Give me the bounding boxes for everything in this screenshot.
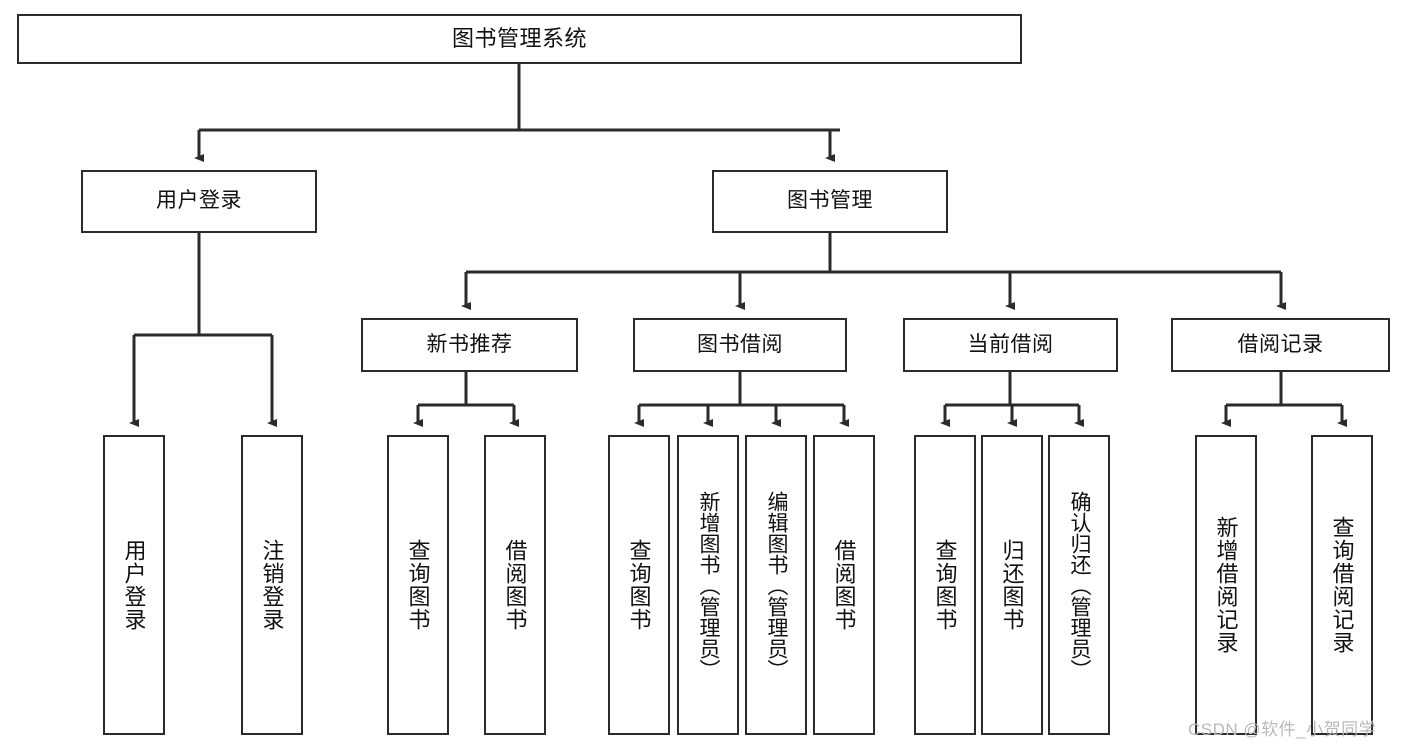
node-label: 归还图书 <box>999 539 1025 631</box>
leaf-user-logout[interactable]: 注销登录 <box>241 435 303 735</box>
node-label: 用户登录 <box>121 539 147 631</box>
leaf-query-borrow-record[interactable]: 查询借阅记录 <box>1311 435 1373 735</box>
leaf-borrow-books-borrow[interactable]: 借阅图书 <box>813 435 875 735</box>
leaf-add-borrow-record[interactable]: 新增借阅记录 <box>1195 435 1257 735</box>
node-label: 查询图书 <box>932 539 958 631</box>
node-new-book-recommend[interactable]: 新书推荐 <box>361 318 578 372</box>
leaf-confirm-return[interactable]: 确认归还（管理员） <box>1048 435 1110 735</box>
leaf-borrow-books-recommend[interactable]: 借阅图书 <box>484 435 546 735</box>
leaf-return-books[interactable]: 归还图书 <box>981 435 1043 735</box>
node-book-management[interactable]: 图书管理 <box>712 170 948 233</box>
leaf-query-books-recommend[interactable]: 查询图书 <box>387 435 449 735</box>
node-label: 确认归还（管理员） <box>1068 490 1092 680</box>
node-label: 借阅图书 <box>831 539 857 631</box>
watermark-text: CSDN @软件_小贺同学 <box>1188 720 1377 739</box>
node-label: 借阅图书 <box>502 539 528 631</box>
node-user-login[interactable]: 用户登录 <box>81 170 317 233</box>
node-label: 注销登录 <box>259 539 285 631</box>
node-label: 图书借阅 <box>697 332 783 356</box>
node-label: 查询图书 <box>626 539 652 631</box>
node-label: 当前借阅 <box>967 332 1054 356</box>
node-label: 编辑图书（管理员） <box>765 490 789 680</box>
node-label: 用户登录 <box>156 189 242 213</box>
node-book-management-system[interactable]: 图书管理系统 <box>17 14 1022 64</box>
node-label: 借阅记录 <box>1237 332 1324 356</box>
node-label: 新增借阅记录 <box>1213 516 1239 654</box>
node-label: 新增图书（管理员） <box>697 490 721 680</box>
node-label: 查询借阅记录 <box>1329 516 1355 654</box>
node-label: 查询图书 <box>405 539 431 631</box>
node-current-borrow[interactable]: 当前借阅 <box>903 318 1118 372</box>
node-label: 图书管理 <box>787 189 873 213</box>
node-book-borrow[interactable]: 图书借阅 <box>633 318 847 372</box>
leaf-user-login[interactable]: 用户登录 <box>103 435 165 735</box>
leaf-query-books-borrow[interactable]: 查询图书 <box>608 435 670 735</box>
csdn-watermark: CSDN @软件_小贺同学 <box>1188 715 1376 740</box>
leaf-edit-book[interactable]: 编辑图书（管理员） <box>745 435 807 735</box>
node-label: 图书管理系统 <box>451 26 587 52</box>
node-label: 新书推荐 <box>426 332 513 356</box>
leaf-add-book[interactable]: 新增图书（管理员） <box>677 435 739 735</box>
node-borrow-record[interactable]: 借阅记录 <box>1171 318 1390 372</box>
leaf-query-books-current[interactable]: 查询图书 <box>914 435 976 735</box>
